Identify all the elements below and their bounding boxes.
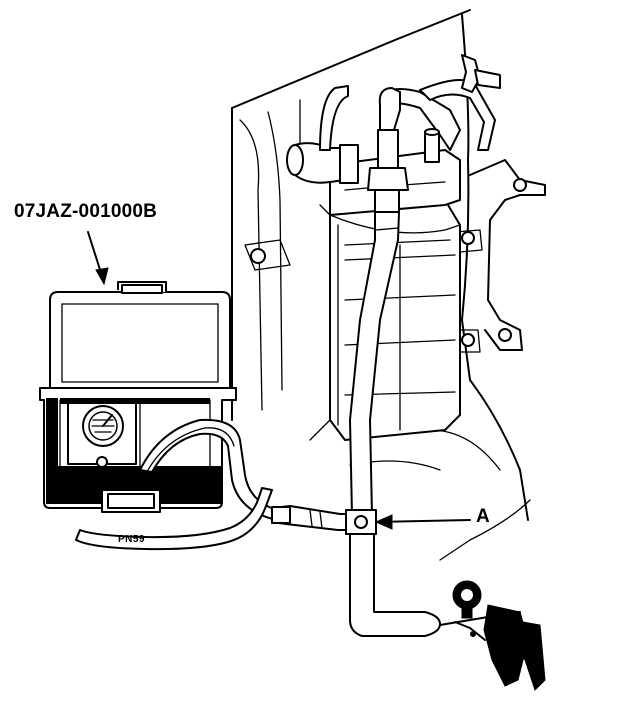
tester-kit-case (39, 281, 347, 531)
canister-top-hoses (286, 54, 501, 213)
vent-hose (75, 487, 273, 551)
mounting-bracket (244, 159, 546, 353)
hose-marking-label: PN59 (118, 534, 146, 545)
canister-bolt-right (461, 333, 475, 347)
test-tee-fitting (367, 167, 409, 191)
case-lid (49, 291, 231, 389)
bracket-bolt-bottom (498, 328, 512, 342)
vacuum-pump (439, 580, 546, 691)
bracket-bolt-top (513, 178, 527, 192)
canister-port-right (424, 131, 440, 163)
pump-hose (349, 533, 441, 637)
canister-port-left (377, 129, 399, 171)
callout-a-label: A (476, 506, 490, 527)
part-number-leader (87, 231, 109, 286)
tee-fitting-a (345, 509, 471, 535)
canister-bolt-upper-right (461, 231, 475, 245)
canister-bolt-left (250, 248, 266, 264)
tester-part-number-label: 07JAZ-001000B (14, 201, 158, 222)
